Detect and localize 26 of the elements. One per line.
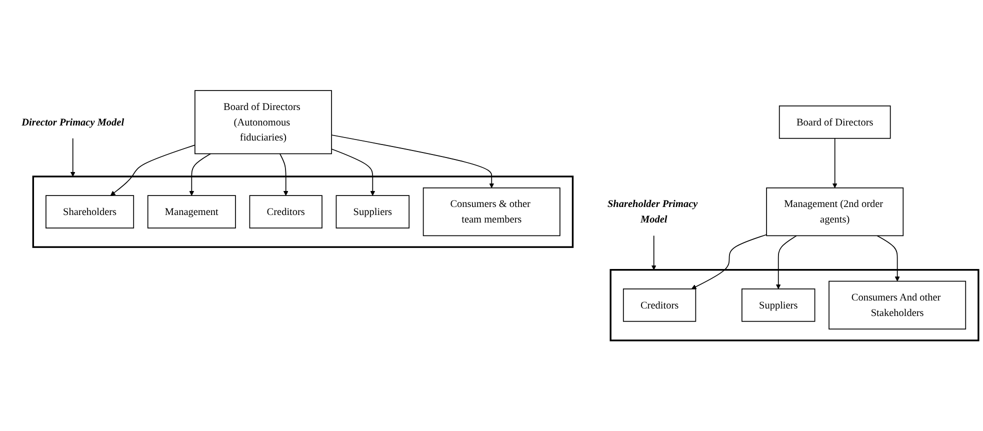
node-box: Board of Directors (Autonomous fiduciaries) <box>194 90 332 154</box>
node-box: Shareholders <box>46 195 134 228</box>
arrow <box>110 144 196 196</box>
arrow <box>189 153 212 196</box>
node-box: Consumers & other team members <box>422 187 560 236</box>
arrow <box>651 235 656 270</box>
node-box: Suppliers <box>336 195 410 228</box>
arrow <box>776 235 798 290</box>
node-text: Shareholder Primacy Model <box>607 198 698 225</box>
arrow <box>279 153 288 196</box>
arrow <box>331 134 494 188</box>
node-box: Board of Directors <box>778 106 891 139</box>
arrow <box>832 138 838 188</box>
node-box: Management (2nd order agents) <box>766 187 904 236</box>
arrow <box>331 148 376 196</box>
arrow <box>691 234 767 290</box>
node-box: Consumers And other Stakeholders <box>828 280 966 330</box>
cluster <box>610 269 980 342</box>
node-box: Management <box>147 195 236 228</box>
node-box: Suppliers <box>742 288 816 322</box>
arrow <box>876 235 900 282</box>
arrow <box>70 138 76 177</box>
node-box: Creditors <box>622 288 696 322</box>
node-text: Director Primacy Model <box>22 116 124 128</box>
cluster <box>32 176 574 248</box>
node-box: Creditors <box>249 195 322 228</box>
